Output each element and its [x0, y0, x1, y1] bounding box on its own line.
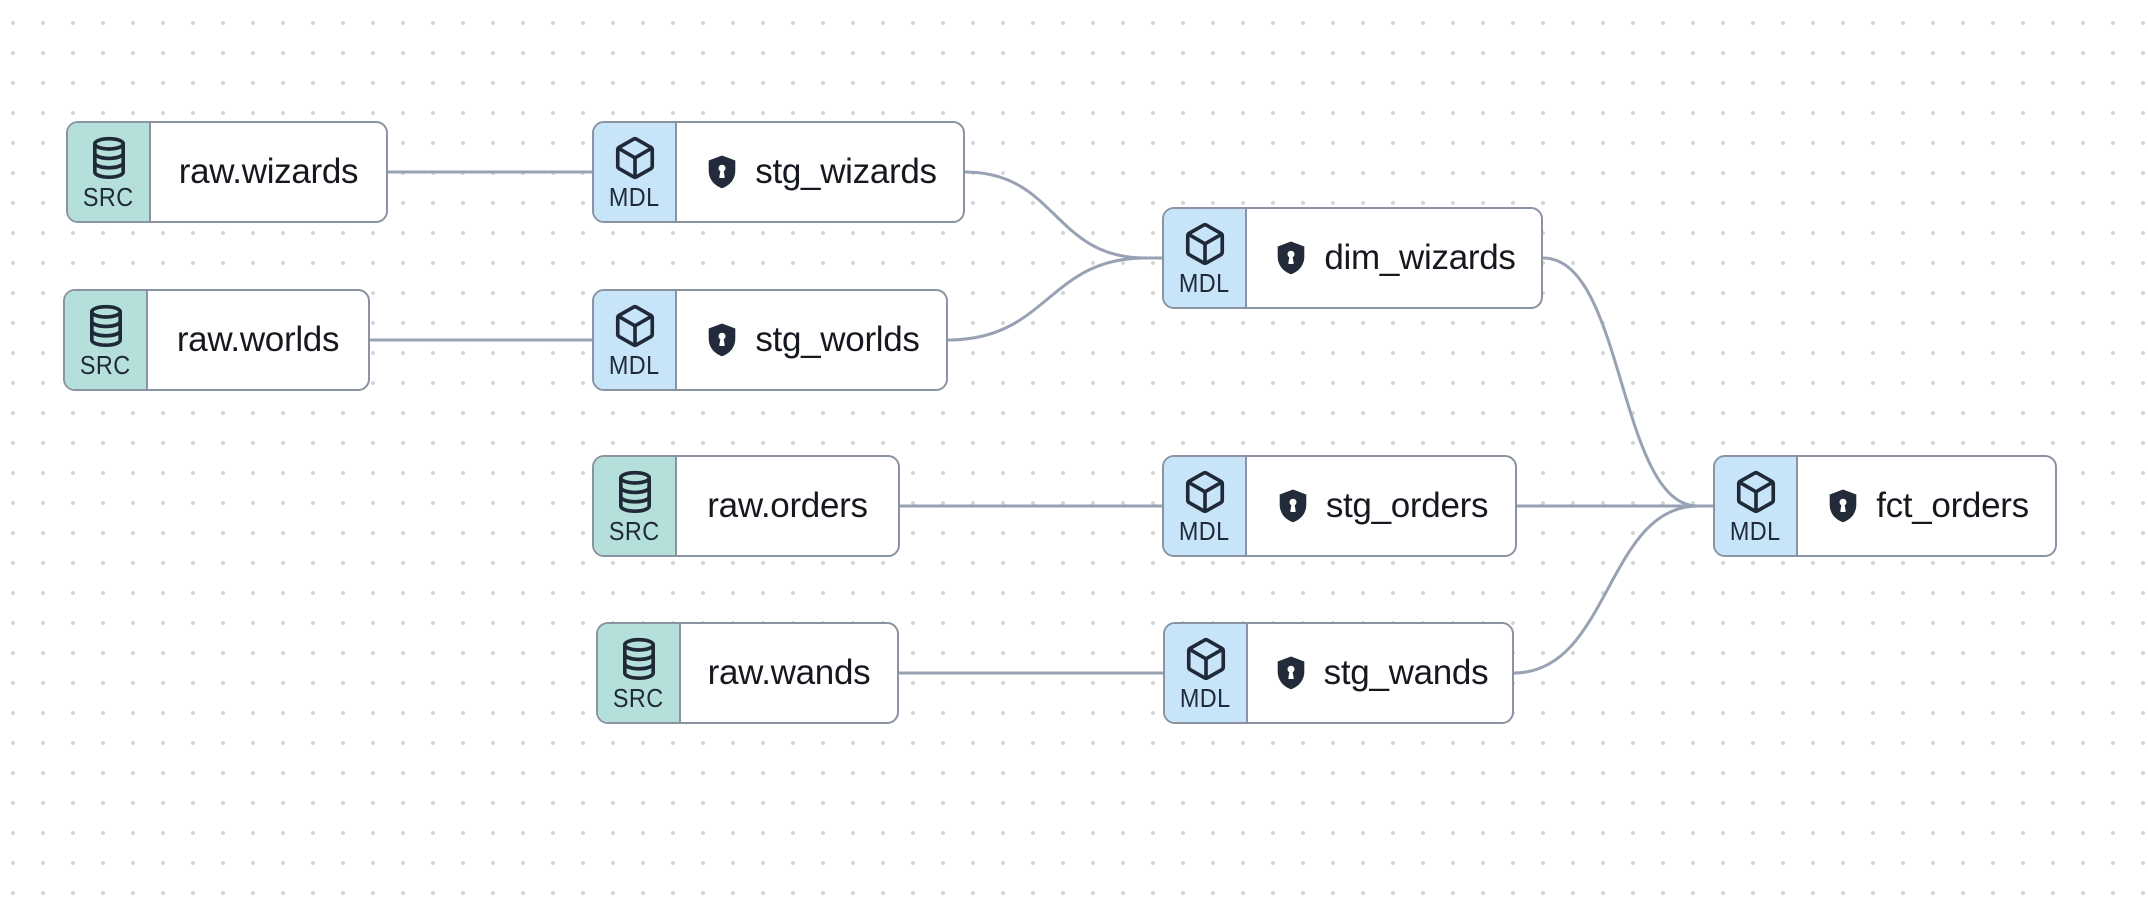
node-type-badge: MDL [1715, 457, 1798, 555]
edge-stg_wands-fct_orders[interactable] [1512, 504, 1700, 675]
node-body: raw.orders [677, 457, 898, 555]
node-body: stg_wizards [677, 123, 963, 221]
database-icon [612, 469, 658, 515]
badge-label: SRC [609, 515, 660, 546]
badge-label: SRC [83, 181, 134, 212]
edge-stg_worlds-dim_wizards[interactable] [946, 256, 1147, 342]
badge-label: MDL [1730, 515, 1781, 546]
node-type-badge: MDL [1164, 209, 1247, 307]
node-body: dim_wizards [1247, 209, 1541, 307]
cube-icon [1183, 636, 1229, 682]
shield-lock-icon [1272, 239, 1310, 277]
node-raw_orders[interactable]: SRC raw.orders [592, 455, 900, 557]
node-label: stg_worlds [755, 320, 920, 359]
node-stg_wizards[interactable]: MDL stg_wizards [592, 121, 965, 223]
node-raw_wizards[interactable]: SRC raw.wizards [66, 121, 388, 223]
badge-label: MDL [609, 181, 660, 212]
cube-icon [1182, 221, 1228, 267]
shield-lock-icon [1824, 487, 1862, 525]
node-body: fct_orders [1798, 457, 2055, 555]
shield-lock-icon [703, 153, 741, 191]
node-stg_worlds[interactable]: MDL stg_worlds [592, 289, 948, 391]
node-type-badge: MDL [1164, 457, 1247, 555]
node-type-badge: MDL [594, 291, 677, 389]
node-raw_wands[interactable]: SRC raw.wands [596, 622, 899, 724]
database-icon [616, 636, 662, 682]
badge-label: MDL [1179, 515, 1230, 546]
node-label: stg_wands [1323, 653, 1489, 692]
badge-label: SRC [80, 349, 131, 380]
database-icon [83, 303, 129, 349]
badge-label: SRC [613, 682, 664, 713]
badge-label: MDL [1180, 682, 1231, 713]
cube-icon [612, 303, 658, 349]
node-type-badge: MDL [594, 123, 677, 221]
node-label: raw.orders [707, 486, 868, 525]
node-body: raw.worlds [148, 291, 368, 389]
badge-label: MDL [1179, 267, 1230, 298]
node-body: stg_worlds [677, 291, 946, 389]
cube-icon [612, 135, 658, 181]
node-type-badge: SRC [65, 291, 148, 389]
edge-stg_wizards-dim_wizards[interactable] [963, 170, 1164, 260]
node-dim_wizards[interactable]: MDL dim_wizards [1162, 207, 1543, 309]
node-label: raw.wizards [178, 152, 359, 191]
node-label: raw.wands [707, 653, 871, 692]
cube-icon [1182, 469, 1228, 515]
node-body: raw.wizards [151, 123, 386, 221]
node-stg_orders[interactable]: MDL stg_orders [1162, 455, 1517, 557]
shield-lock-icon [1274, 487, 1312, 525]
cube-icon [1733, 469, 1779, 515]
node-body: raw.wands [681, 624, 897, 722]
node-label: stg_wizards [755, 152, 937, 191]
node-fct_orders[interactable]: MDL fct_orders [1713, 455, 2057, 557]
database-icon [86, 135, 132, 181]
node-raw_worlds[interactable]: SRC raw.worlds [63, 289, 370, 391]
node-body: stg_wands [1248, 624, 1512, 722]
edge-dim_wizards-fct_orders[interactable] [1541, 256, 1715, 508]
node-type-badge: MDL [1165, 624, 1248, 722]
badge-label: MDL [609, 349, 660, 380]
node-type-badge: SRC [68, 123, 151, 221]
shield-lock-icon [703, 321, 741, 359]
node-label: fct_orders [1876, 486, 2029, 525]
shield-lock-icon [1272, 654, 1310, 692]
node-body: stg_orders [1247, 457, 1515, 555]
node-stg_wands[interactable]: MDL stg_wands [1163, 622, 1514, 724]
node-label: dim_wizards [1324, 238, 1516, 277]
node-type-badge: SRC [598, 624, 681, 722]
node-label: raw.worlds [176, 320, 340, 359]
node-type-badge: SRC [594, 457, 677, 555]
node-label: stg_orders [1325, 486, 1489, 525]
